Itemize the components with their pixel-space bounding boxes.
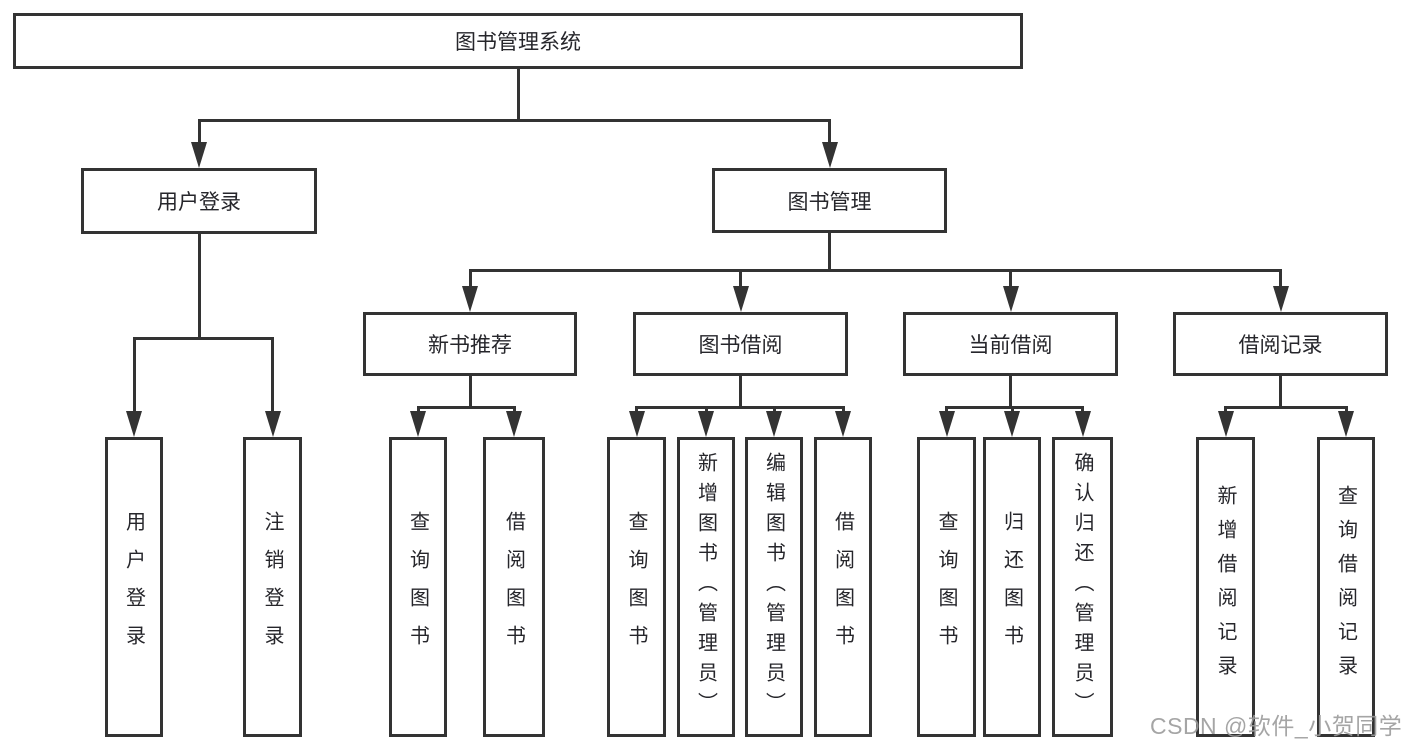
node-label: 查询图书 — [935, 511, 957, 663]
arrow-down-icon — [506, 411, 522, 437]
arrow-down-icon — [821, 142, 838, 168]
node-label: 借阅记录 — [1238, 334, 1323, 357]
node-leaf-br-query-record: 查询借阅记录 — [1317, 437, 1375, 737]
connector-stem — [1279, 376, 1282, 409]
node-leaf-cb-confirm-return: 确认归还（管理员） — [1052, 437, 1113, 737]
node-library-system: 图书管理系统 — [13, 13, 1023, 69]
connector-bar — [1224, 406, 1348, 409]
node-leaf-rec-query-book: 查询图书 — [389, 437, 447, 737]
node-leaf-logout: 注销登录 — [243, 437, 302, 737]
node-leaf-rec-borrow-book: 借阅图书 — [483, 437, 545, 737]
arrow-down-icon — [732, 286, 749, 312]
node-current-borrowing: 当前借阅 — [903, 312, 1118, 376]
node-label: 借阅图书 — [502, 511, 525, 663]
node-leaf-user-login: 用户登录 — [105, 437, 163, 737]
node-label: 图书借阅 — [698, 334, 783, 357]
arrow-down-icon — [1272, 286, 1289, 312]
connector-bar — [416, 406, 516, 409]
node-leaf-bb-query-book: 查询图书 — [607, 437, 666, 737]
arrow-down-icon — [462, 286, 478, 312]
node-leaf-bb-add-book: 新增图书（管理员） — [677, 437, 735, 737]
connector-stem — [1009, 269, 1012, 294]
node-label: 新增借阅记录 — [1214, 485, 1236, 689]
arrow-down-icon — [766, 411, 782, 437]
node-leaf-cb-return-book: 归还图书 — [983, 437, 1041, 737]
connector-stem — [739, 269, 742, 294]
connector-bar — [468, 269, 1282, 272]
node-label: 查询图书 — [406, 511, 429, 663]
connector-stem — [197, 119, 201, 150]
arrow-down-icon — [264, 411, 281, 437]
arrow-down-icon — [938, 411, 955, 437]
node-label: 图书管理系统 — [455, 31, 581, 54]
connector-bar — [635, 406, 845, 409]
node-label: 查询图书 — [625, 511, 647, 663]
node-leaf-br-add-record: 新增借阅记录 — [1196, 437, 1255, 737]
arrow-down-icon — [1217, 411, 1234, 437]
node-label: 注销登录 — [261, 511, 283, 663]
node-label: 用户登录 — [122, 511, 145, 663]
arrow-down-icon — [126, 411, 142, 437]
connector-stem — [1279, 269, 1282, 294]
node-book-management: 图书管理 — [712, 168, 947, 233]
connector-bar — [945, 406, 1084, 409]
connector-stem — [1009, 376, 1012, 409]
node-new-book-recommend: 新书推荐 — [363, 312, 577, 376]
connector-bar — [132, 337, 274, 340]
arrow-down-icon — [835, 411, 851, 437]
connector-stem — [468, 376, 472, 409]
node-label: 借阅图书 — [831, 511, 854, 663]
csdn-watermark: CSDN @软件_小贺同学 — [1150, 713, 1403, 739]
node-book-borrowing: 图书借阅 — [633, 312, 848, 376]
connector-stem — [516, 69, 520, 122]
connector-stem — [271, 337, 274, 419]
arrow-down-icon — [1004, 411, 1020, 437]
node-label: 确认归还（管理员） — [1071, 452, 1093, 722]
connector-stem — [739, 376, 742, 409]
arrow-down-icon — [1074, 411, 1091, 437]
node-borrowing-records: 借阅记录 — [1173, 312, 1388, 376]
arrow-down-icon — [698, 411, 714, 437]
node-leaf-cb-query-book: 查询图书 — [917, 437, 976, 737]
connector-stem — [828, 233, 831, 272]
connector-bar — [197, 119, 831, 122]
arrow-down-icon — [1002, 286, 1019, 312]
node-leaf-bb-edit-book: 编辑图书（管理员） — [745, 437, 803, 737]
arrow-down-icon — [410, 411, 426, 437]
node-label: 用户登录 — [157, 191, 241, 214]
node-label: 当前借阅 — [968, 334, 1053, 357]
connector-stem — [468, 269, 472, 294]
arrow-down-icon — [191, 142, 207, 168]
connector-stem — [828, 119, 831, 150]
node-user-login: 用户登录 — [81, 168, 317, 234]
node-leaf-bb-borrow-book: 借阅图书 — [814, 437, 872, 737]
node-label: 新增图书（管理员） — [694, 452, 717, 722]
arrow-down-icon — [628, 411, 645, 437]
connector-stem — [132, 337, 136, 419]
connector-stem — [197, 234, 201, 340]
node-label: 新书推荐 — [428, 334, 512, 357]
node-label: 图书管理 — [787, 190, 872, 214]
node-label: 查询借阅记录 — [1334, 485, 1357, 689]
node-label: 编辑图书（管理员） — [762, 452, 785, 722]
arrow-down-icon — [1338, 411, 1354, 437]
node-label: 归还图书 — [1000, 511, 1023, 663]
